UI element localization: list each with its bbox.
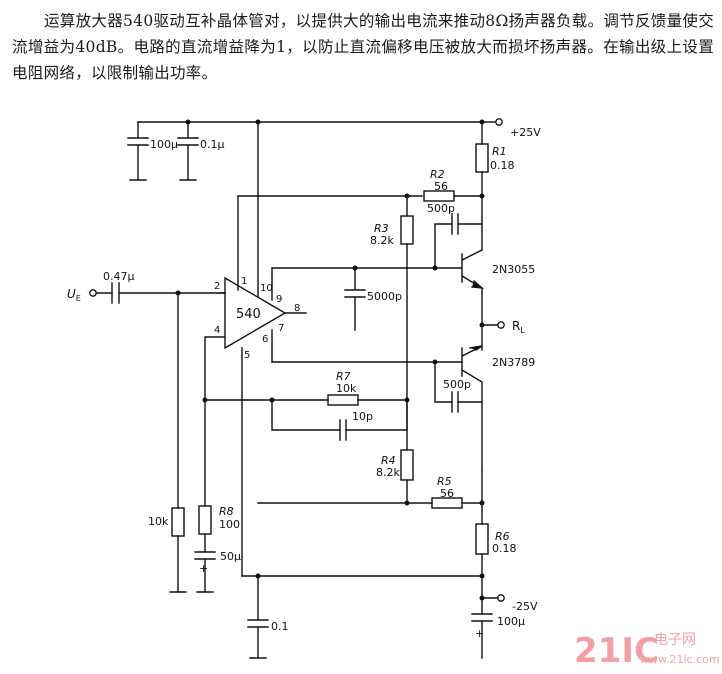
junction-dot xyxy=(479,322,485,328)
label-q1: 2N3055 xyxy=(492,263,535,276)
watermark: 21IC 电子网 www.21ic.com xyxy=(574,631,720,671)
label-r7-name: R7 xyxy=(336,370,351,383)
resistor-r4 xyxy=(400,449,414,481)
junction-dot xyxy=(202,397,208,403)
description-text: 运算放大器540驱动互补晶体管对，以提供大的输出电流来推动8Ω扬声器负载。调节反… xyxy=(12,12,714,82)
label-c-in: 0.47μ xyxy=(103,270,135,283)
label-vminus: -25V xyxy=(512,600,538,613)
terminal-output xyxy=(497,321,505,329)
resistor-10k xyxy=(171,507,185,537)
terminal-input xyxy=(89,289,97,297)
junction-dot xyxy=(352,265,358,271)
label-c-500p-bottom: 500p xyxy=(443,378,471,391)
label-c-500p-top: 500p xyxy=(427,202,455,215)
pin-1: 1 xyxy=(241,276,247,287)
cap-50u xyxy=(194,533,216,593)
label-vplus: +25V xyxy=(510,126,541,139)
label-r7-value: 10k xyxy=(336,382,357,395)
label-plus-50u: + xyxy=(199,562,208,575)
opamp-label: 540 xyxy=(236,307,261,322)
label-r6-value: 0.18 xyxy=(492,542,517,555)
r10k-bottom-lead xyxy=(169,535,187,593)
pin-2: 2 xyxy=(214,281,220,292)
label-r5-name: R5 xyxy=(437,475,452,488)
label-r5-value: 56 xyxy=(440,487,454,500)
opamp-540-body xyxy=(224,276,287,350)
label-r3-value: 8.2k xyxy=(370,234,394,247)
label-r2-value: 56 xyxy=(434,180,448,193)
junction-dot xyxy=(404,397,410,403)
label-c-100u-top: 100μ xyxy=(150,138,178,151)
cap-01-bottom xyxy=(247,575,269,659)
pin-8: 8 xyxy=(294,303,300,314)
pin-7: 7 xyxy=(278,323,284,334)
label-r4-value: 8.2k xyxy=(376,466,400,479)
terminal-vplus xyxy=(495,118,503,126)
watermark-cn: 电子网 xyxy=(654,632,696,648)
cap-100u-bottom xyxy=(471,597,493,659)
cap-500p-top xyxy=(434,213,483,269)
resistor-r1 xyxy=(475,143,489,173)
junction-dot xyxy=(269,397,275,403)
junction-dot xyxy=(404,500,410,506)
junction-dot xyxy=(404,193,410,199)
pin-6: 6 xyxy=(262,334,268,345)
junction-dot xyxy=(479,193,485,199)
pin-10: 10 xyxy=(260,283,273,294)
resistor-r6 xyxy=(475,523,489,555)
junction-dot xyxy=(185,119,191,125)
label-c-01-bottom: 0.1 xyxy=(271,620,289,633)
cap-500p-bottom xyxy=(434,361,483,413)
label-r1-value: 0.18 xyxy=(490,159,515,172)
label-r4-name: R4 xyxy=(381,454,396,467)
junction-dot xyxy=(255,119,261,125)
junction-dot xyxy=(175,290,181,296)
q2-emitter-arrow xyxy=(469,345,483,351)
cap-100u-top xyxy=(127,121,149,181)
cap-01u-top xyxy=(177,121,199,181)
label-r8-value: 100 xyxy=(219,518,240,531)
resistor-r8 xyxy=(198,505,212,535)
label-r2-name: R2 xyxy=(430,168,445,181)
label-r6-name: R6 xyxy=(495,530,510,543)
junction-dot xyxy=(432,359,438,365)
description-paragraph: 运算放大器540驱动互补晶体管对，以提供大的输出电流来推动8Ω扬声器负载。调节反… xyxy=(12,8,714,86)
label-output: RL xyxy=(512,319,525,335)
terminal-vminus xyxy=(497,594,505,602)
junction-dot xyxy=(479,119,485,125)
label-r-10k: 10k xyxy=(148,515,169,528)
resistor-r7 xyxy=(327,394,359,406)
label-plus-100u: + xyxy=(475,627,484,640)
label-c-5000p: 5000p xyxy=(367,290,402,303)
label-c-10p: 10p xyxy=(352,410,373,423)
pin1-line xyxy=(237,195,423,291)
junction-dots xyxy=(175,119,485,601)
label-c-100u-bottom: 100μ xyxy=(497,615,525,628)
pin-4: 4 xyxy=(214,325,220,336)
label-q2: 2N3789 xyxy=(492,356,535,369)
q1-emitter-arrow xyxy=(471,280,485,289)
label-r1-name: R1 xyxy=(492,145,507,158)
junction-dot xyxy=(479,595,485,601)
label-c-50u: 50μ xyxy=(220,550,241,563)
pin4-line xyxy=(204,336,226,507)
pin-9: 9 xyxy=(276,294,282,305)
cap-input xyxy=(111,282,226,304)
label-c-01u-top: 0.1μ xyxy=(200,138,225,151)
junction-dot xyxy=(255,573,261,579)
resistor-r3 xyxy=(400,215,414,245)
cap-10p xyxy=(271,399,408,441)
transistor-q2-leads xyxy=(461,345,483,471)
cap-5000p xyxy=(344,267,366,331)
watermark-url: www.21ic.com xyxy=(640,653,720,666)
label-r8-name: R8 xyxy=(219,505,234,518)
label-input: UE xyxy=(67,287,81,303)
junction-dot xyxy=(479,500,485,506)
pin-5: 5 xyxy=(244,350,250,361)
label-r3-name: R3 xyxy=(374,222,389,235)
junction-dot xyxy=(479,573,485,579)
watermark-brand: 21IC xyxy=(574,631,659,671)
junction-dot xyxy=(432,265,438,271)
